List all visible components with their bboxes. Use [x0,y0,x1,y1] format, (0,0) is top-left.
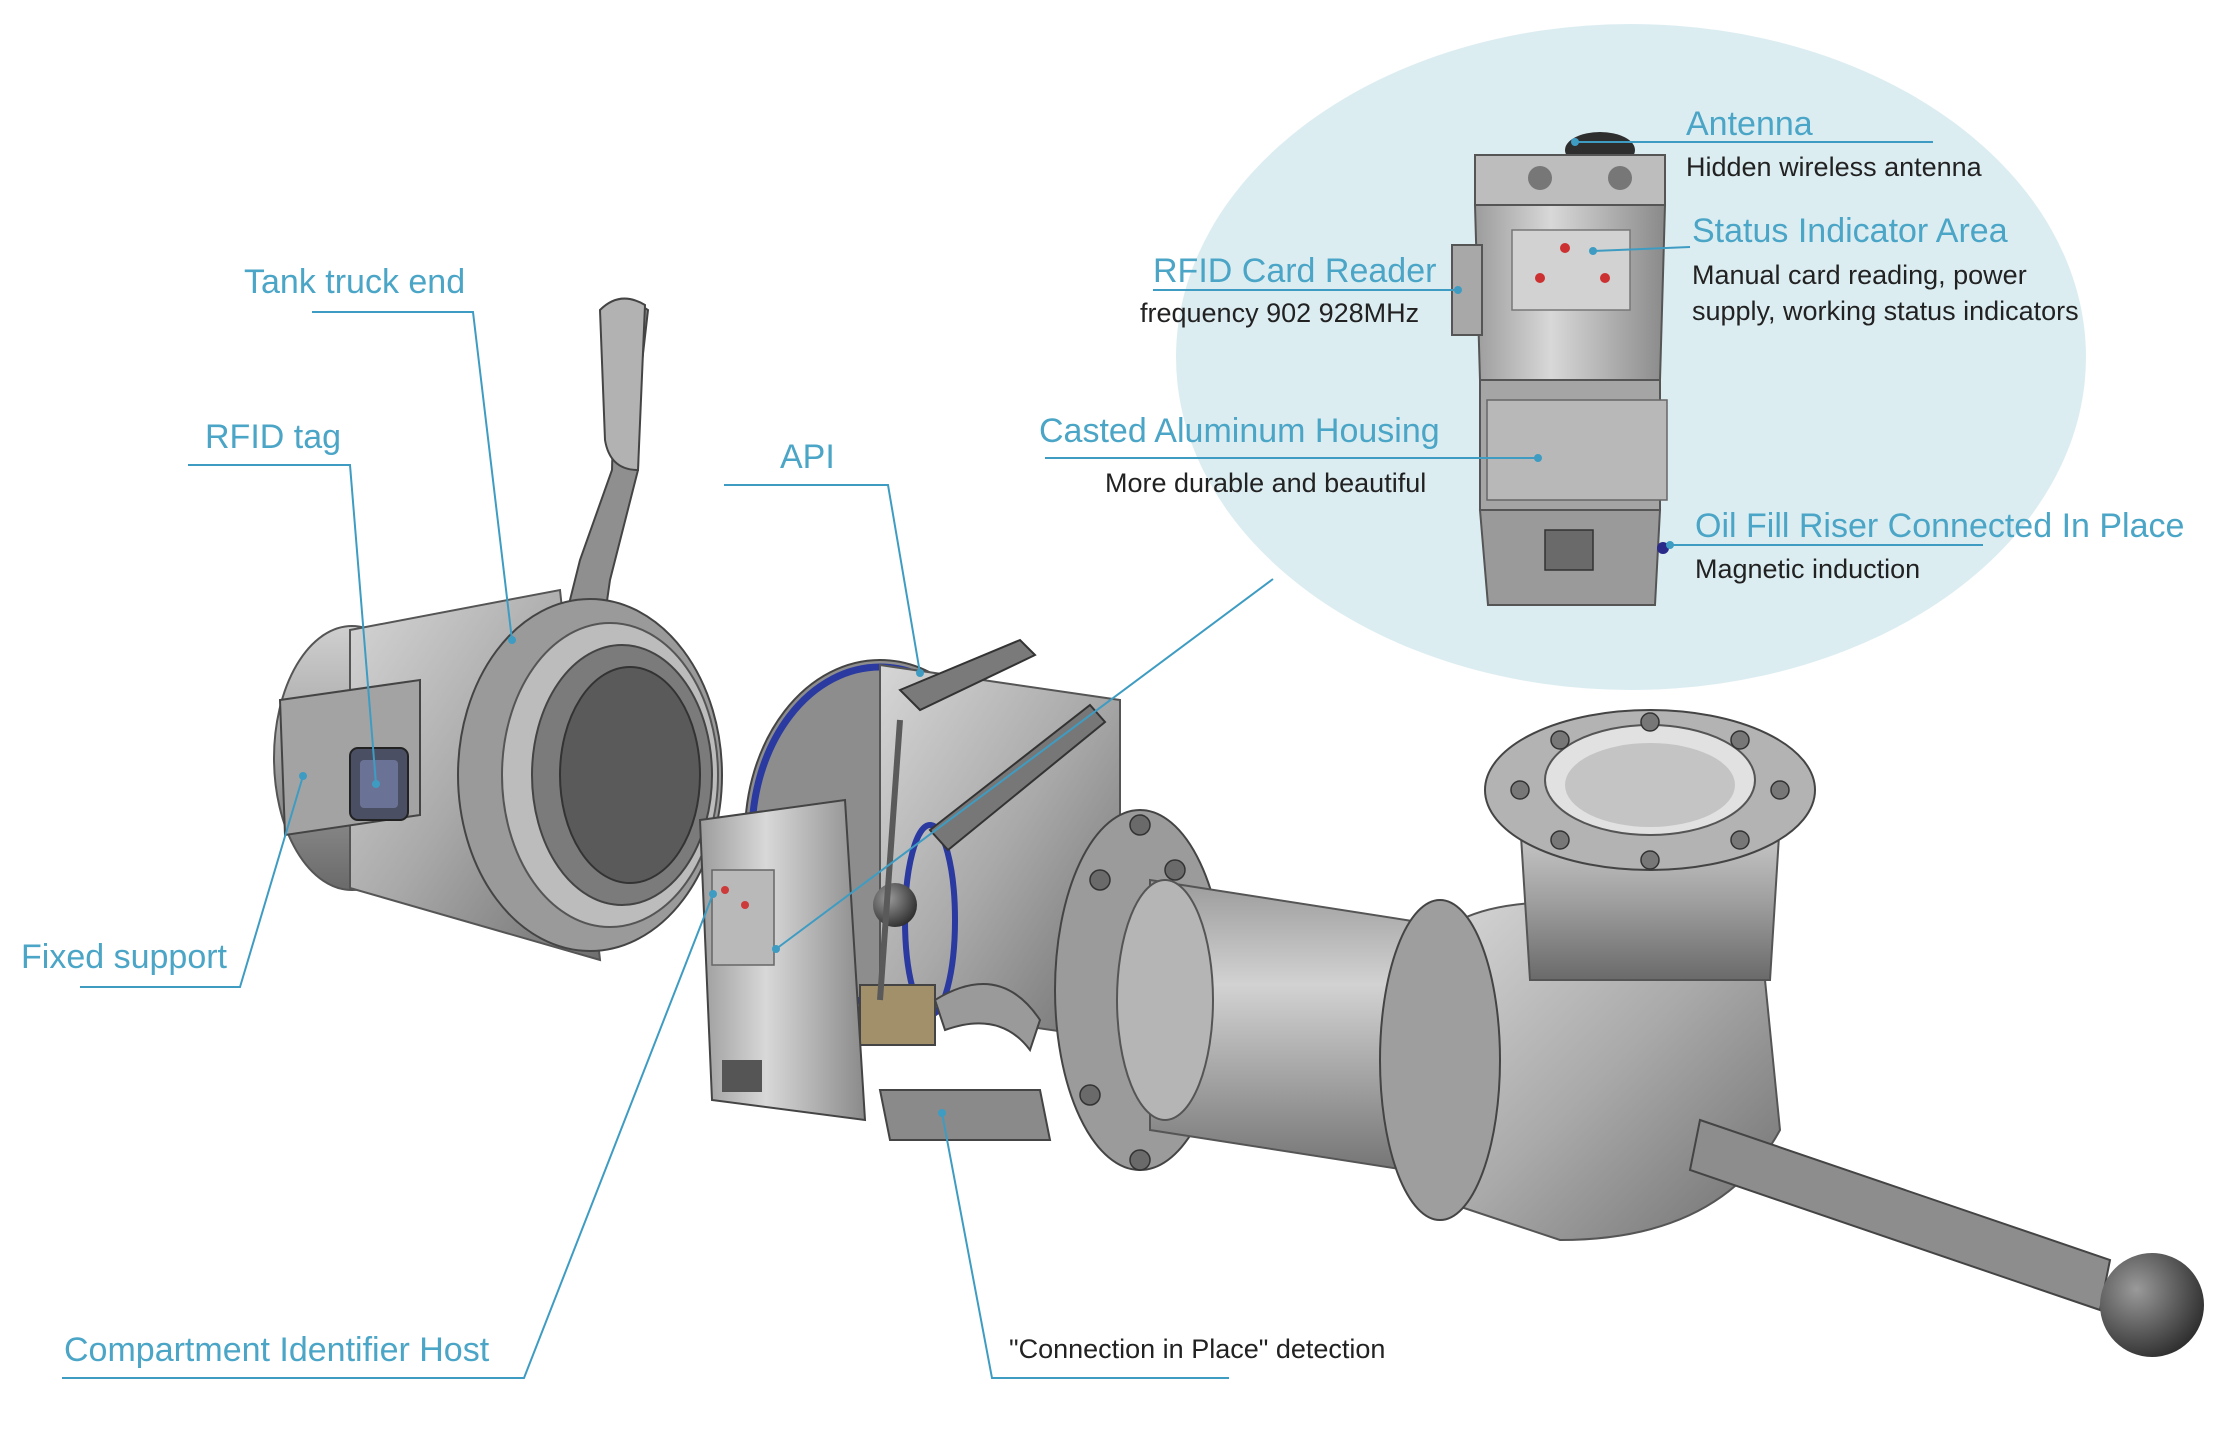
callout-housing-desc: More durable and beautiful [1105,468,1427,498]
callout-housing-title: Casted Aluminum Housing [1039,412,1440,450]
leader-api [724,484,921,674]
tank-coupler-illustration [273,297,723,962]
callout-status-title: Status Indicator Area [1692,212,2008,250]
callout-antenna-title: Antenna [1686,105,1813,143]
leader-rfid-tag [188,464,377,785]
leader-tank-truck-end [312,311,513,641]
leader-dots [299,138,1674,1117]
callout-rfid-reader-desc: frequency 902 928MHz [1140,298,1420,328]
identifier-host-illustration [698,798,867,1122]
elbow-valve-illustration [1116,709,2204,1357]
callout-rfid-reader-title: RFID Card Reader [1153,252,1437,290]
callout-oil-fill-desc: Magnetic induction [1695,554,1921,584]
leader-lines [62,141,1983,1379]
leader-bubble-pointer [775,578,1274,950]
label-rfid-tag: RFID tag [205,418,342,456]
leader-status [1592,246,1691,252]
label-api: API [780,438,835,476]
reader-device-illustration [1451,132,1669,606]
label-tank-truck-end: Tank truck end [244,263,466,301]
label-connection-in-place: "Connection in Place" detection [1009,1334,1386,1364]
callout-status-desc-1: Manual card reading, power [1692,260,2027,290]
callout-oil-fill-title: Oil Fill Riser Connected In Place [1695,507,2185,545]
leader-compartment-host [62,893,714,1379]
leader-fixed-support [80,775,304,988]
label-fixed-support: Fixed support [21,938,227,976]
callout-antenna-desc: Hidden wireless antenna [1686,152,1982,182]
leader-connection [941,1112,1229,1379]
label-compartment-identifier-host: Compartment Identifier Host [64,1331,490,1369]
callout-status-desc-2: supply, working status indicators [1692,296,2079,326]
